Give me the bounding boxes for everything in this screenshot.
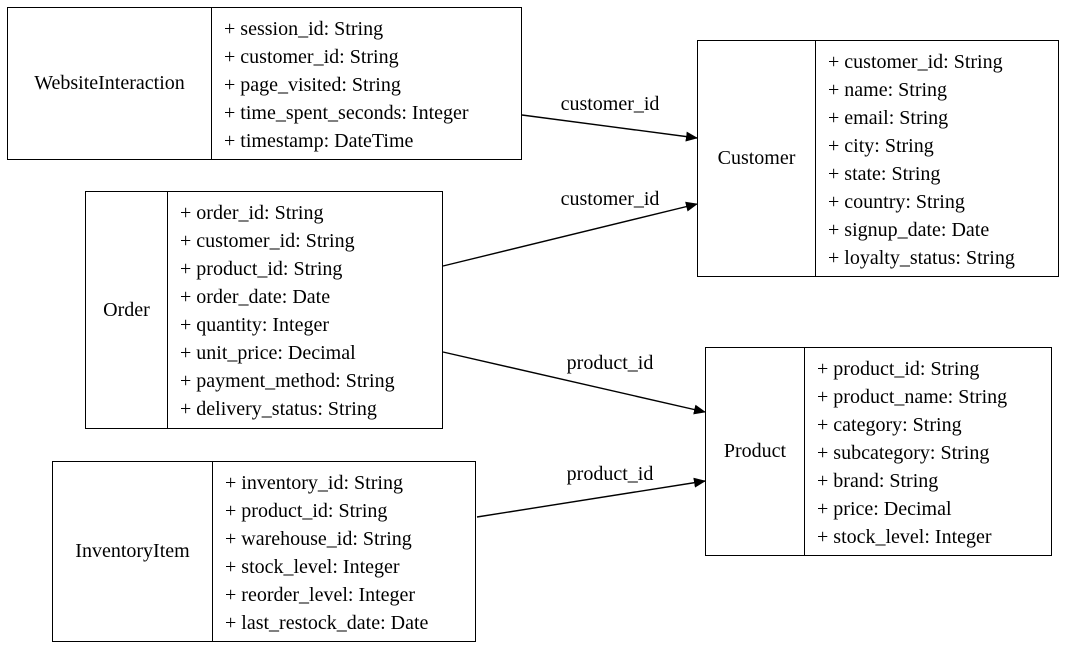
relation-label: customer_id — [561, 188, 660, 210]
entity-website-interaction: WebsiteInteraction+ session_id: String+ … — [7, 7, 522, 160]
entity-field: + customer_id: String — [224, 46, 399, 68]
entity-field: + product_id: String — [225, 500, 388, 522]
entity-name: Order — [86, 192, 168, 428]
entity-field: + country: String — [828, 191, 965, 213]
entity-name: InventoryItem — [53, 462, 213, 641]
entity-fields: + customer_id: String + name: String + ema… — [816, 41, 1058, 276]
entity-field: + customer_id: String — [828, 51, 1003, 73]
relation-arrow-website-interaction-to-customer — [521, 114, 698, 142]
entity-field: + price: Decimal — [817, 498, 952, 520]
entity-field: + signup_date: Date — [828, 219, 990, 241]
entity-field: + name: String — [828, 79, 948, 101]
entity-field: + time_spent_seconds: Integer — [224, 102, 469, 124]
entity-field: + product_id: String — [817, 358, 980, 380]
entity-field: + stock_level: Integer — [817, 526, 992, 548]
entity-product: Product + product_id: String + product_nam… — [705, 347, 1052, 556]
entity-field: + state: String — [828, 163, 941, 185]
entity-field: + stock_level: Integer — [225, 556, 400, 578]
entity-field: + unit_price: Decimal — [180, 342, 356, 364]
entity-field: + last_restock_date: Date — [225, 612, 429, 634]
entity-field: + timestamp: DateTime — [224, 130, 414, 152]
relation-label: product_id — [567, 352, 654, 374]
entity-field: + subcategory: String — [817, 442, 990, 464]
entity-name: Customer — [698, 41, 816, 276]
entity-field: + email: String — [828, 107, 949, 129]
entity-inventory-item: InventoryItem + inventory_id: String + pro… — [52, 461, 476, 642]
entity-field: + order_id: String — [180, 202, 324, 224]
entity-fields: + product_id: String + product_name: Stri… — [805, 348, 1051, 555]
entity-field: + loyalty_status: String — [828, 247, 1015, 269]
entity-customer: Customer + customer_id: String + name: Str… — [697, 40, 1059, 277]
relation-label: customer_id — [561, 93, 660, 115]
entity-field: + page_visited: String — [224, 74, 401, 96]
entity-field: + customer_id: String — [180, 230, 355, 252]
relation-arrow-inventory-item-to-product — [476, 477, 706, 518]
entity-fields: + session_id: String + customer_id: Strin… — [212, 8, 521, 159]
entity-field: + category: String — [817, 414, 962, 436]
relation-label: product_id — [567, 463, 654, 485]
entity-field: + inventory_id: String — [225, 472, 403, 494]
entity-field: + brand: String — [817, 470, 939, 492]
relation-arrow-order-to-customer — [442, 201, 698, 267]
entity-name: Product — [706, 348, 805, 555]
entity-field: + quantity: Integer — [180, 314, 330, 336]
entity-field: + payment_method: String — [180, 370, 395, 392]
entity-field: + product_name: String — [817, 386, 1008, 408]
entity-field: + order_date: Date — [180, 286, 331, 308]
entity-fields: + inventory_id: String + product_id: Stri… — [213, 462, 475, 641]
entity-field: + product_id: String — [180, 258, 343, 280]
relation-arrow-order-to-product — [442, 351, 706, 415]
entity-fields: + order_id: String + customer_id: String +… — [168, 192, 442, 428]
entity-field: + delivery_status: String — [180, 398, 377, 420]
entity-field: + warehouse_id: String — [225, 528, 412, 550]
entity-order: Order + order_id: String + customer_id: St… — [85, 191, 443, 429]
entity-name: WebsiteInteraction — [8, 8, 212, 159]
entity-field: + reorder_level: Integer — [225, 584, 416, 606]
entity-field: + session_id: String — [224, 18, 384, 40]
entity-field: + city: String — [828, 135, 934, 157]
